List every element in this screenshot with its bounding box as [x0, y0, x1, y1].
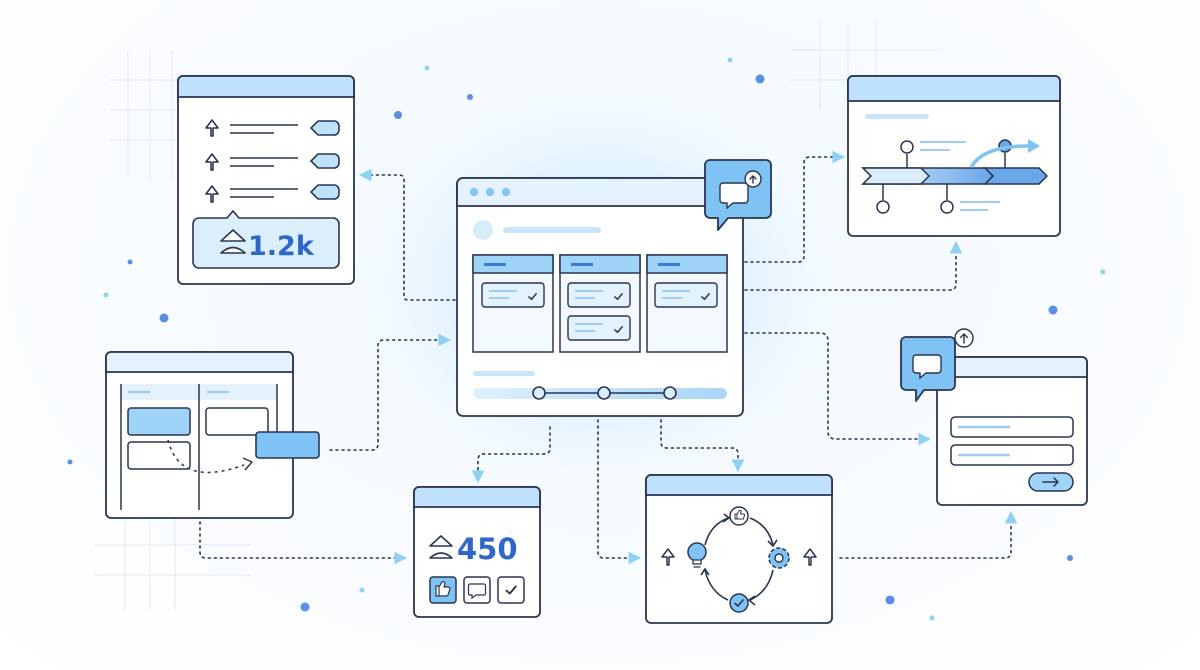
- grid-left-bottom: [95, 510, 250, 610]
- main-dashboard-panel: [456, 159, 772, 417]
- connector-center-to-roadmap-top: [744, 150, 846, 263]
- connector-center-to-upvotes: [358, 168, 456, 301]
- lightbulb-icon[interactable]: [687, 542, 707, 568]
- slider-handle[interactable]: [597, 386, 611, 400]
- upvote-total-value: 1.2k: [248, 231, 315, 262]
- kanban-card[interactable]: [567, 315, 631, 341]
- progress-label-line: [473, 371, 535, 376]
- check-icon[interactable]: [729, 593, 749, 613]
- connector-center-to-form: [744, 332, 932, 446]
- board-card[interactable]: [127, 441, 191, 470]
- kanban-column[interactable]: [472, 254, 554, 353]
- upvote-row[interactable]: [205, 153, 340, 171]
- upvote-arrow-icon[interactable]: [661, 548, 675, 566]
- thumbs-up-icon[interactable]: [429, 576, 457, 604]
- vote-count-value: 450: [457, 532, 518, 566]
- kanban-column[interactable]: [646, 254, 728, 353]
- upvote-arrow-icon[interactable]: [205, 153, 219, 171]
- header-placeholder-line: [503, 227, 601, 233]
- cycle-arrows: [700, 513, 778, 606]
- progress-arrow-icon: [970, 144, 1030, 168]
- tag-pill: [309, 120, 340, 136]
- slider-handle[interactable]: [532, 386, 546, 400]
- upvote-arrow-icon[interactable]: [205, 185, 219, 203]
- kanban-card[interactable]: [654, 282, 718, 308]
- avatar[interactable]: [473, 220, 493, 240]
- upvote-arrow-icon[interactable]: [803, 548, 817, 566]
- connector-center-to-roadmap-bottom: [744, 240, 963, 291]
- window-dot: [502, 188, 510, 196]
- board-card[interactable]: [127, 407, 191, 436]
- upvote-total-card[interactable]: 1.2k: [192, 209, 340, 269]
- comment-icon[interactable]: [463, 576, 491, 604]
- connector-board-to-center: [329, 333, 452, 451]
- roadmap-title-line: [865, 114, 929, 119]
- connector-center-to-cycle-top: [660, 419, 745, 473]
- form-input-field[interactable]: [950, 416, 1074, 438]
- drag-board-panel: [105, 351, 320, 519]
- upvote-arrow-icon[interactable]: [205, 119, 219, 137]
- connector-cycle-to-form: [839, 510, 1018, 559]
- tag-pill: [309, 153, 340, 169]
- upvote-arrow-icon: [429, 535, 453, 559]
- arrow-right-icon: [1042, 477, 1059, 487]
- upvote-list-panel: 1.2k: [177, 75, 355, 285]
- window-dot: [486, 188, 494, 196]
- upvote-arrow-icon: [220, 229, 246, 254]
- votes-panel: 450: [413, 486, 541, 618]
- slider-handle[interactable]: [663, 386, 677, 400]
- drag-path: [167, 439, 245, 474]
- kanban-card[interactable]: [567, 282, 631, 308]
- connector-lines: [199, 150, 1018, 565]
- gear-icon[interactable]: [768, 547, 790, 569]
- comment-upvote-icon[interactable]: [704, 159, 772, 231]
- decor-dots: [67, 57, 1106, 621]
- tag-pill: [309, 184, 340, 200]
- roadmap-segment: [983, 167, 1049, 185]
- dragged-card[interactable]: [255, 431, 320, 459]
- milestone-node[interactable]: [876, 184, 890, 214]
- connector-center-to-cycle-side: [597, 419, 642, 565]
- board-card[interactable]: [205, 407, 269, 436]
- connector-board-to-votes: [199, 521, 408, 565]
- thumbs-up-icon[interactable]: [729, 506, 749, 526]
- upvote-row[interactable]: [205, 119, 340, 137]
- window-dot: [470, 188, 478, 196]
- upvote-row[interactable]: [205, 184, 340, 203]
- connector-center-to-votes: [471, 426, 551, 484]
- roadmap-timeline-panel: [847, 75, 1061, 237]
- milestone-node[interactable]: [940, 184, 954, 214]
- comment-upvote-icon[interactable]: [900, 328, 974, 402]
- milestone-node[interactable]: [900, 140, 914, 168]
- check-icon[interactable]: [497, 576, 525, 604]
- form-input-field[interactable]: [950, 444, 1074, 466]
- submit-button[interactable]: [1028, 472, 1074, 492]
- feedback-form-panel: [900, 328, 1088, 506]
- feedback-cycle-panel: [645, 474, 833, 624]
- progress-slider[interactable]: [473, 386, 727, 400]
- kanban-card[interactable]: [481, 282, 545, 308]
- kanban-column[interactable]: [559, 254, 641, 353]
